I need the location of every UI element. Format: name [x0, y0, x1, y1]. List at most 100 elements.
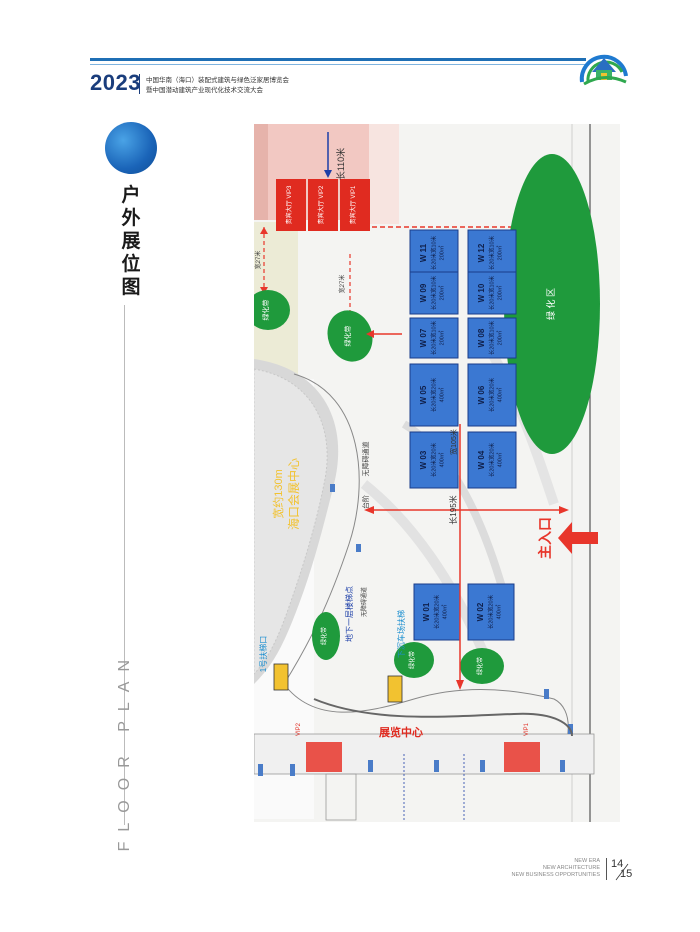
bottom-building — [254, 733, 595, 775]
booth-label: 200㎡ — [495, 330, 503, 345]
booth — [467, 317, 517, 359]
vip-hall-label: 贵宾大厅 VIP3 — [285, 185, 293, 224]
page-number-left: 14 — [611, 858, 624, 870]
booth-label: 400㎡ — [495, 452, 503, 467]
header-divider — [139, 74, 140, 94]
accessible-path-label: 无障碍通道 — [361, 442, 370, 477]
booth-label: 400㎡ — [494, 604, 502, 619]
booth-label: 长20米宽10米 — [429, 320, 437, 355]
booth — [467, 229, 517, 277]
booth-label: 长20米宽10米 — [429, 235, 437, 270]
booth-label: 长20米宽20米 — [487, 442, 495, 477]
booth-label: 200㎡ — [495, 245, 503, 260]
booth — [409, 317, 459, 359]
booth — [409, 229, 459, 277]
green-belt-label: 绿化带 — [343, 326, 352, 347]
green-belt-label: 绿化带 — [476, 657, 484, 675]
side-rule — [124, 305, 125, 825]
dimension-label: 宽27米 — [254, 251, 262, 270]
booth-label: W 07 — [419, 328, 428, 347]
green-belt — [312, 612, 340, 660]
dimension-label: 长195米 — [448, 495, 458, 524]
booth-label: 长20米宽20米 — [432, 594, 440, 629]
booth-label: 长20米宽20米 — [429, 377, 437, 412]
arrow-down-icon — [456, 680, 464, 690]
booth-label: 200㎡ — [437, 245, 445, 260]
booth-label: W 10 — [477, 283, 486, 302]
title-char: 展 — [121, 231, 141, 252]
green-area-label: 绿 化 区 — [545, 288, 556, 320]
page-slash-icon — [615, 863, 629, 881]
arrow-right-icon — [559, 506, 569, 514]
header-rule-thin — [90, 64, 586, 65]
footer-line: NEW ARCHITECTURE — [542, 865, 600, 871]
green-belt — [327, 310, 373, 362]
booth-label: 400㎡ — [495, 387, 503, 402]
accessible-path-label: 无障碍通道 — [360, 587, 368, 617]
booth-label: 长20米宽20米 — [429, 442, 437, 477]
booth-label: 长20米宽10米 — [487, 235, 495, 270]
escalator-icon — [387, 675, 403, 703]
footer-tagline: NEW ERA NEW ARCHITECTURE NEW BUSINESS OP… — [511, 858, 600, 879]
booth — [413, 583, 461, 641]
vip-hall-label: 贵宾大厅 VIP2 — [317, 185, 325, 224]
hall-width-label: 宽约130m — [271, 469, 285, 519]
booth-label: 长20米宽10米 — [429, 275, 437, 310]
dimension-label: 长110米 — [335, 148, 346, 180]
booth-label: W 04 — [477, 450, 486, 469]
booth-label: 长20米宽20米 — [486, 594, 494, 629]
title-char: 位 — [121, 254, 141, 275]
booth-label: W 03 — [419, 450, 428, 469]
booth-label: W 08 — [477, 328, 486, 347]
booth-label: W 02 — [476, 602, 485, 621]
booth-label: W 01 — [422, 602, 431, 621]
booth-label: 200㎡ — [495, 285, 503, 300]
green-belt-label: 绿化带 — [261, 300, 270, 321]
floor-plan-label: FLOOR PLAN — [116, 650, 133, 852]
house-logo-icon — [579, 54, 628, 86]
arrow-left-icon — [558, 522, 598, 554]
footer-line: NEW ERA — [574, 858, 600, 864]
building-sign: 展览中心 — [378, 725, 423, 739]
booth — [409, 431, 459, 489]
arrow-left-icon — [366, 330, 374, 338]
event-subtitle-line2: 暨中国潜动建筑产业现代化技术交流大会 — [146, 87, 263, 94]
dimension-label: 宽27米 — [338, 275, 346, 294]
booth-label: W 11 — [419, 243, 428, 262]
footer-line: NEW BUSINESS OPPORTUNITIES — [511, 872, 600, 878]
booth-label: 200㎡ — [437, 285, 445, 300]
title-char: 图 — [121, 277, 141, 298]
event-year: 2023 — [90, 70, 141, 95]
title-char: 外 — [121, 208, 141, 229]
booth-label: 400㎡ — [437, 452, 445, 467]
green-area — [504, 154, 600, 454]
stairs-label: 地下一层楼梯点 — [344, 586, 354, 642]
escalator-label: 下沉车场扶梯 — [396, 610, 406, 658]
green-belt — [460, 648, 504, 684]
vip-label: VIP1 — [524, 722, 530, 736]
dimension-label: 宽105米 — [449, 429, 458, 455]
booth — [409, 363, 459, 427]
arrow-up-icon — [260, 227, 268, 234]
vip-halls: 贵宾大厅 VIP3 贵宾大厅 VIP2 贵宾大厅 VIP1 — [276, 179, 370, 231]
booth — [467, 583, 515, 641]
green-belt — [394, 642, 434, 678]
booth-label: W 09 — [419, 283, 428, 302]
booth-label: W 05 — [419, 385, 428, 404]
booth — [409, 271, 459, 315]
booth-label: 长20米宽10米 — [487, 320, 495, 355]
vip-hall-label: 贵宾大厅 VIP1 — [349, 185, 357, 224]
event-subtitle-line1: 中国华南（海口）装配式建筑与绿色泛家居博览会 — [146, 77, 289, 84]
booth — [467, 431, 517, 489]
booth — [467, 363, 517, 427]
escalator-icon — [273, 663, 289, 691]
hall-name-label: 海口会展中心 — [286, 458, 301, 530]
page-number-right: 15 — [620, 868, 633, 880]
booth — [467, 271, 517, 315]
booth-label: W 06 — [477, 385, 486, 404]
booth-label: 400㎡ — [440, 604, 448, 619]
green-belt-label: 绿化带 — [320, 627, 328, 645]
header-rule — [90, 58, 586, 61]
booth-label: 400㎡ — [437, 387, 445, 402]
